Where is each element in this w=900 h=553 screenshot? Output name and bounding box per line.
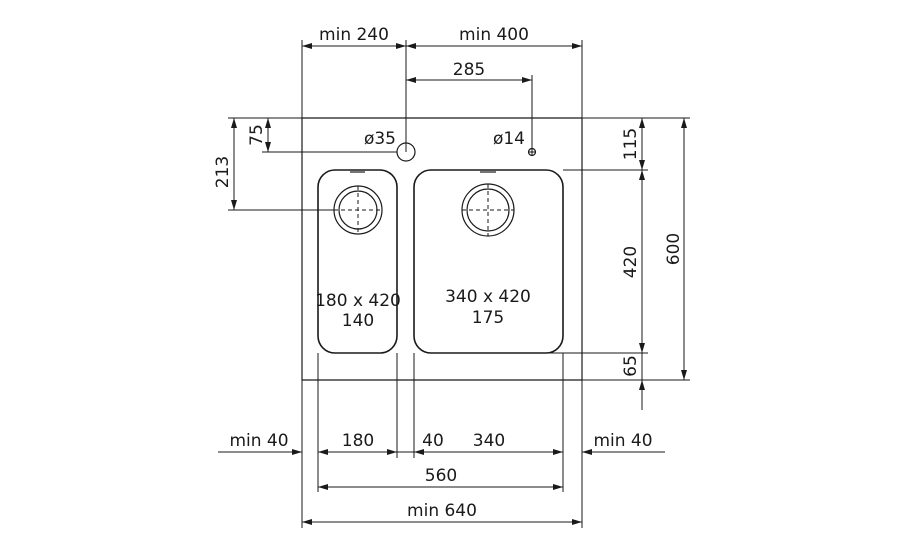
dim-min-240: min 240 (319, 25, 389, 45)
dim-115: 115 (621, 128, 641, 160)
hole-14-label: ø14 (493, 129, 525, 149)
dim-75: 75 (247, 124, 267, 146)
dim-min-640: min 640 (407, 501, 477, 521)
big-bowl (413, 169, 564, 354)
dim-600: 600 (664, 233, 684, 265)
dim-40: 40 (422, 431, 444, 451)
dim-min-400: min 400 (459, 25, 529, 45)
dimension-bottom: min 40 180 40 340 min 40 560 min 640 (218, 353, 665, 528)
dimension-top: min 240 min 400 285 (301, 25, 583, 152)
dim-420: 420 (621, 246, 641, 278)
small-bowl-depth-label: 140 (342, 311, 374, 331)
small-bowl-size-label: 180 x 420 (315, 291, 401, 311)
dim-285: 285 (453, 60, 485, 80)
dim-min-40-right: min 40 (593, 431, 652, 451)
tap-hole-14 (527, 147, 537, 157)
dim-340: 340 (473, 431, 505, 451)
big-bowl-size-label: 340 x 420 (445, 287, 531, 307)
big-bowl-depth-label: 175 (472, 308, 504, 328)
cabinet-outline (301, 117, 583, 381)
dimension-right: 115 420 65 600 (548, 117, 690, 410)
dim-min-40-left: min 40 (229, 431, 288, 451)
dim-213: 213 (213, 156, 233, 188)
dim-560: 560 (425, 466, 457, 486)
hole-35-label: ø35 (364, 129, 396, 149)
dim-180: 180 (342, 431, 374, 451)
dimension-left: 75 213 (213, 117, 397, 211)
dim-65: 65 (621, 355, 641, 377)
